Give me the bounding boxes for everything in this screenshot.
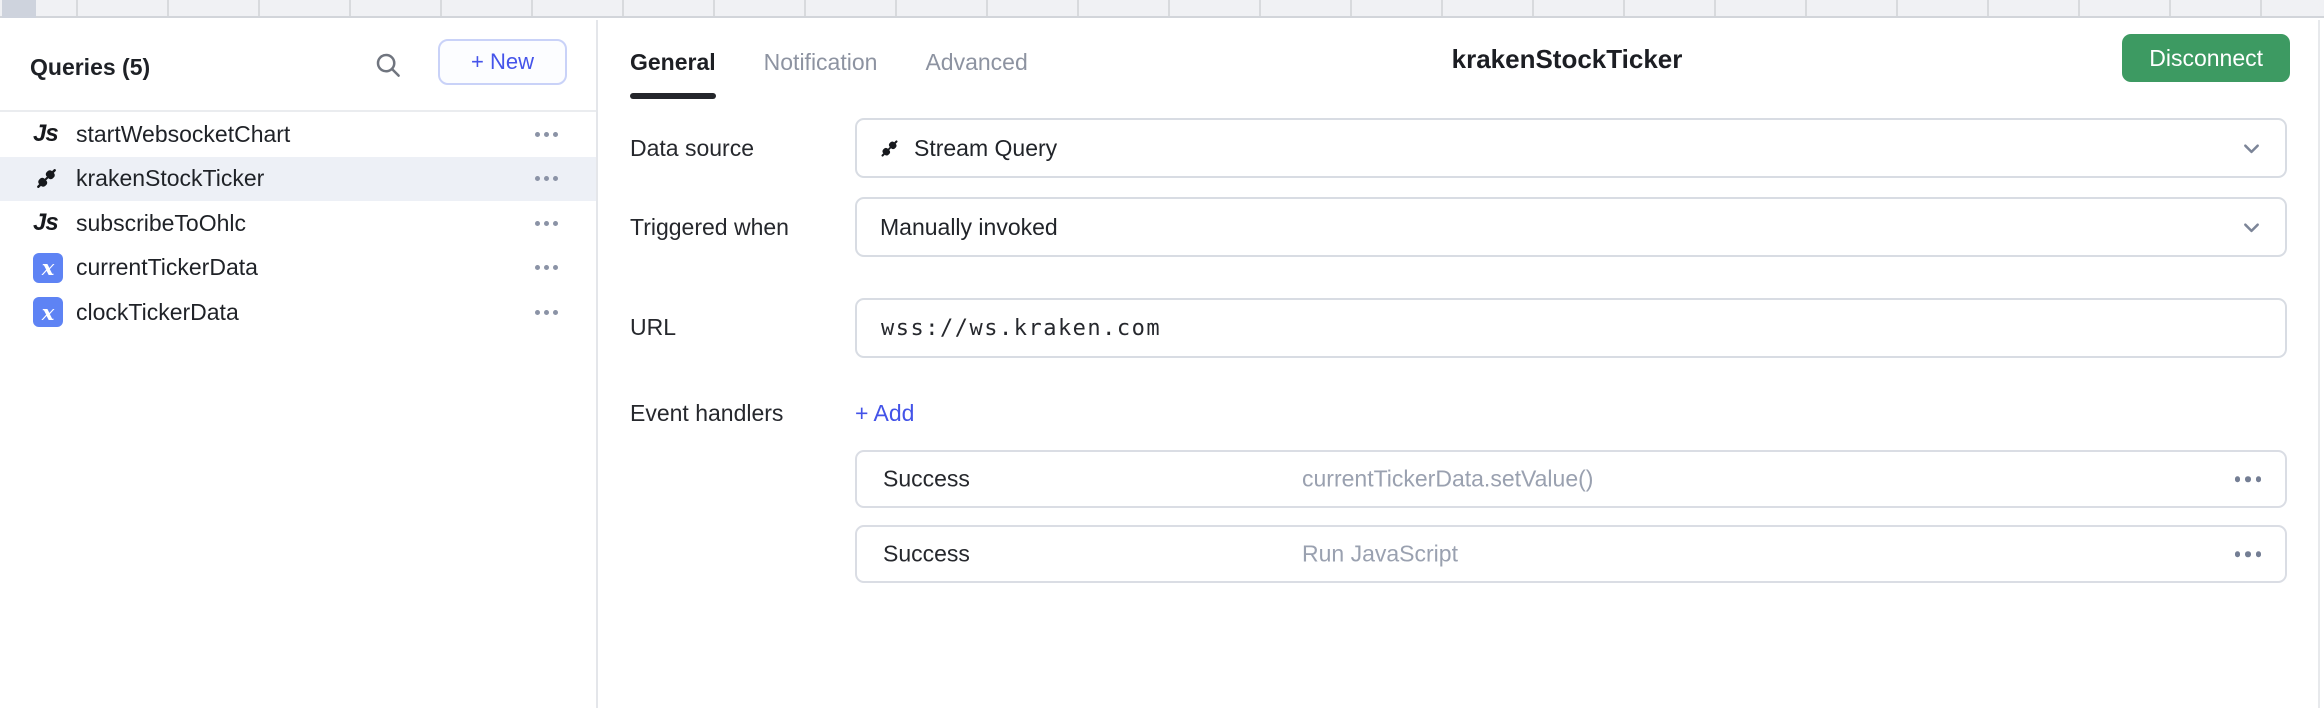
event-handler-row[interactable]: Success Run JavaScript (855, 525, 2287, 583)
tab-notification[interactable]: Notification (763, 49, 878, 75)
triggered-when-value: Manually invoked (880, 213, 1058, 240)
chevron-down-icon (2238, 135, 2265, 162)
query-title: krakenStockTicker (1451, 44, 1683, 74)
table-corner-cell (2, 0, 36, 18)
state-variable-icon: x (33, 297, 65, 328)
panel-right-divider (2318, 20, 2320, 708)
query-overflow-menu-icon[interactable] (535, 176, 558, 182)
query-name: subscribeToOhlc (76, 209, 247, 236)
js-query-icon: Js (33, 120, 59, 148)
handler-event: Success (883, 465, 970, 492)
query-name: startWebsocketChart (76, 120, 291, 147)
handler-event: Success (883, 540, 970, 567)
disconnect-button[interactable]: Disconnect (2122, 34, 2290, 82)
event-handlers-label: Event handlers (630, 400, 784, 426)
js-query-icon: Js (33, 209, 59, 237)
query-name: clockTickerData (76, 298, 239, 325)
event-handler-row[interactable]: Success currentTickerData.setValue() (855, 450, 2287, 508)
sidebar-header-divider (0, 110, 596, 112)
data-source-select[interactable]: Stream Query (855, 118, 2287, 178)
url-input[interactable] (855, 298, 2287, 358)
queries-panel-title: Queries (5) (30, 54, 151, 80)
data-source-value: Stream Query (914, 134, 1058, 161)
query-overflow-menu-icon[interactable] (535, 265, 558, 271)
query-list-item-subscribeToOhlc[interactable]: Js subscribeToOhlc (0, 201, 596, 246)
handler-overflow-menu-icon[interactable] (2234, 476, 2261, 482)
background-table-header-strip (0, 0, 2324, 18)
query-list-item-krakenStockTicker[interactable]: krakenStockTicker (0, 156, 596, 201)
stream-plug-icon (33, 165, 65, 192)
query-overflow-menu-icon[interactable] (535, 220, 558, 226)
new-query-button[interactable]: + New (438, 39, 567, 85)
triggered-when-label: Triggered when (630, 214, 789, 240)
query-name: krakenStockTicker (76, 165, 265, 192)
query-list-item-clockTickerData[interactable]: x clockTickerData (0, 290, 596, 335)
queries-sidebar: Queries (5) + New Js startWebsocketChart (0, 20, 598, 708)
tab-advanced[interactable]: Advanced (925, 49, 1028, 75)
tab-general[interactable]: General (630, 48, 716, 99)
data-source-label: Data source (630, 135, 755, 161)
query-list-item-currentTickerData[interactable]: x currentTickerData (0, 246, 596, 291)
search-icon (373, 50, 403, 80)
query-list-item-startWebsocketChart[interactable]: Js startWebsocketChart (0, 112, 596, 157)
query-editor-panel: General Notification Advanced krakenStoc… (600, 20, 2324, 708)
editor-tabs: General Notification Advanced (630, 48, 1028, 99)
url-label: URL (630, 314, 677, 340)
triggered-when-select[interactable]: Manually invoked (855, 197, 2287, 257)
search-queries-button[interactable] (372, 49, 404, 81)
handler-action: Run JavaScript (1302, 540, 1458, 567)
query-name: currentTickerData (76, 254, 258, 281)
add-event-handler-button[interactable]: + Add (855, 400, 915, 426)
query-overflow-menu-icon[interactable] (535, 131, 558, 137)
state-variable-icon: x (33, 252, 65, 283)
query-list: Js startWebsocketChart (0, 112, 596, 335)
chevron-down-icon (2238, 214, 2265, 241)
handler-action: currentTickerData.setValue() (1302, 465, 1594, 492)
query-overflow-menu-icon[interactable] (535, 309, 558, 315)
handler-overflow-menu-icon[interactable] (2234, 551, 2261, 557)
stream-plug-icon (878, 137, 901, 160)
